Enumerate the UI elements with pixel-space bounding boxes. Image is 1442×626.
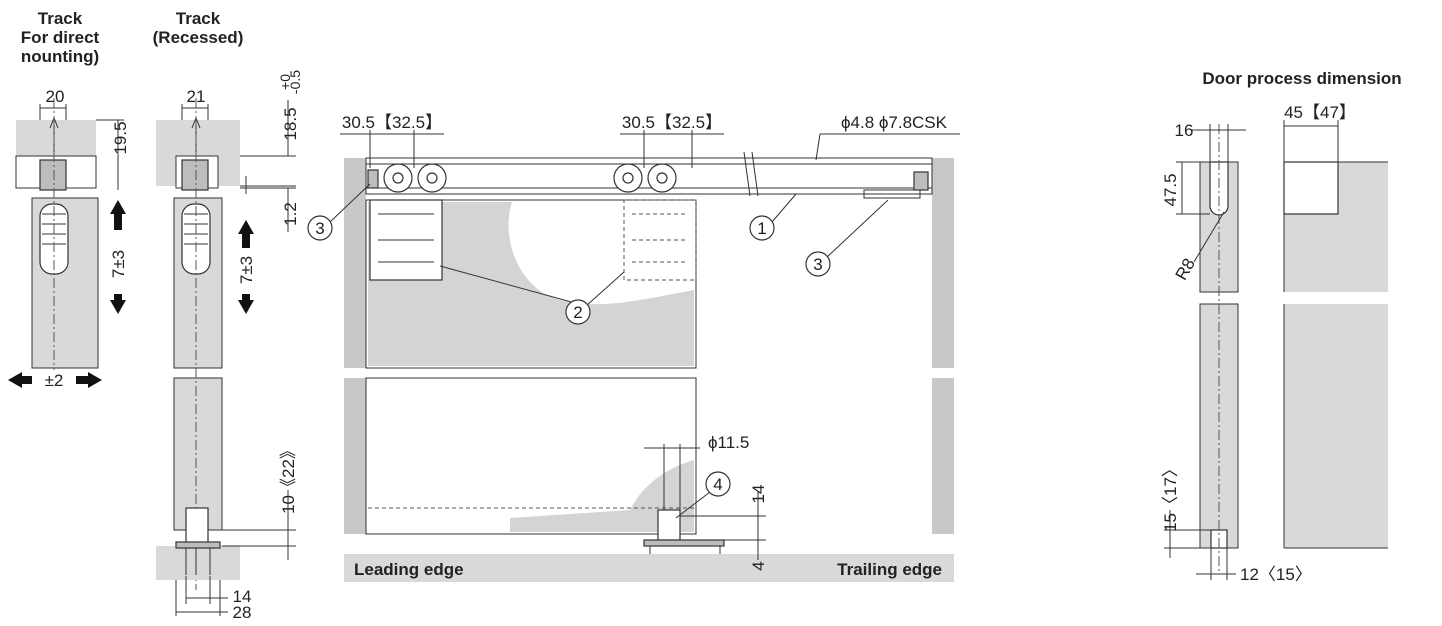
hole-note: ϕ4.8 ϕ7.8CSK xyxy=(841,113,948,132)
cutout xyxy=(1283,161,1339,215)
svg-text:3: 3 xyxy=(813,255,822,274)
dim-14-guide: 14 xyxy=(749,485,768,504)
door-cutaway-lower xyxy=(510,460,694,532)
dim-7pm3-a: 7±3 xyxy=(109,250,128,278)
svg-text:3: 3 xyxy=(315,219,324,238)
dim-45: 45【47】 xyxy=(1284,103,1356,122)
arrow-up-icon xyxy=(110,200,126,214)
floor-block xyxy=(156,546,240,580)
dim-phi11-5: ϕ11.5 xyxy=(708,433,749,452)
slot-upper xyxy=(1209,161,1229,216)
wall-post-right xyxy=(932,158,954,368)
heading-track-recessed-1: Track xyxy=(176,9,221,28)
dim-28: 28 xyxy=(233,603,252,621)
dim-7pm3-b: 7±3 xyxy=(237,256,256,284)
heading-track-direct-2: For direct xyxy=(21,28,100,47)
dim-18-5: 18.5 xyxy=(281,107,300,140)
rail xyxy=(365,157,933,195)
door-cutaway-upper xyxy=(368,202,694,366)
leading-edge-label: Leading edge xyxy=(354,560,464,579)
wall-post-left xyxy=(344,158,366,368)
view-front-elevation: Leading edge Trailing edge 30.5【32.5】 30… xyxy=(307,113,960,582)
dim-r8: R8 xyxy=(1172,255,1199,283)
svg-text:1: 1 xyxy=(757,219,766,238)
arrow-down-icon xyxy=(110,300,126,314)
dim-20: 20 xyxy=(46,87,65,106)
dim-14-bottom: 14 xyxy=(233,587,252,606)
view-track-recessed: 21 18.5 +0 -0.5 1.2 7±3 10《22》 14 28 xyxy=(156,70,303,622)
heading-track-recessed-2: (Recessed) xyxy=(153,28,244,47)
break-mark xyxy=(743,151,759,197)
door-section-lower xyxy=(174,378,222,530)
dim-15-17: 15〈17〉 xyxy=(1161,460,1180,532)
heading-door-process: Door process dimension xyxy=(1202,69,1401,88)
dim-pm2: ±2 xyxy=(45,371,64,390)
dim-30-5-right: 30.5【32.5】 xyxy=(622,113,722,132)
track-roller xyxy=(39,159,67,191)
dim-47-5: 47.5 xyxy=(1161,173,1180,206)
trailing-edge-label: Trailing edge xyxy=(837,560,942,579)
svg-text:4: 4 xyxy=(713,475,722,494)
dim-16: 16 xyxy=(1175,121,1194,140)
callout-4 xyxy=(705,471,731,497)
heading-track-direct-3: nounting) xyxy=(21,47,99,66)
stopper-left xyxy=(367,169,379,189)
dim-19-5: 19.5 xyxy=(111,121,130,154)
dim-12-15: 12〈15〉 xyxy=(1240,565,1312,584)
heading-track-direct-1: Track xyxy=(38,9,83,28)
door-panel-lower xyxy=(365,377,697,535)
callout-1 xyxy=(749,215,775,241)
edge-bar xyxy=(344,554,954,582)
dim-4: 4 xyxy=(749,561,768,570)
callout-3-left xyxy=(307,215,333,241)
tol-minus: -0.5 xyxy=(287,70,303,94)
dim-21: 21 xyxy=(187,87,206,106)
arrow-right-icon xyxy=(88,372,102,388)
ceiling-block xyxy=(16,120,96,156)
dim-1-2: 1.2 xyxy=(281,202,300,226)
hanger-right xyxy=(623,199,697,281)
door-panel-upper xyxy=(365,199,697,369)
track-roller-recessed xyxy=(181,159,209,191)
callout-2 xyxy=(565,299,591,325)
tol-plus: +0 xyxy=(277,74,293,90)
dim-10-22: 10《22》 xyxy=(279,442,298,514)
dim-30-5-left: 30.5【32.5】 xyxy=(342,113,442,132)
door-face-lower xyxy=(1284,304,1388,548)
view-track-direct: 20 19.5 7±3 ±2 xyxy=(8,87,130,390)
stopper-right xyxy=(913,171,929,191)
arrow-left-icon xyxy=(8,372,22,388)
floor-guide-front xyxy=(657,509,681,541)
floor-guide xyxy=(185,507,209,547)
view-door-process: 16 45【47】 47.5 R8 15〈17〉 12〈15〉 xyxy=(1161,103,1388,584)
svg-text:2: 2 xyxy=(573,303,582,322)
callout-3-right xyxy=(805,251,831,277)
